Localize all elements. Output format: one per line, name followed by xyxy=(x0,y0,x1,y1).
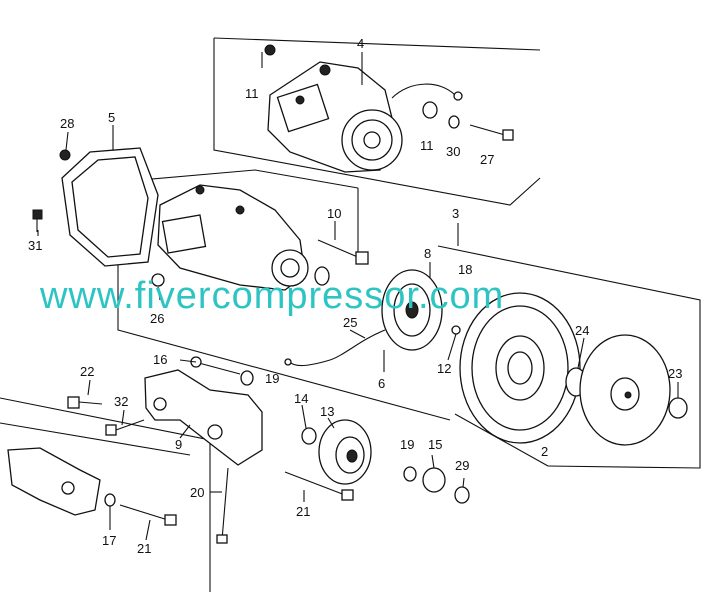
washer-19-top xyxy=(240,370,254,386)
callout-20: 20 xyxy=(190,485,204,500)
bolt-22 xyxy=(67,396,103,409)
callout-11-right: 11 xyxy=(420,138,434,153)
bolt-20 xyxy=(216,467,229,544)
callout-18: 18 xyxy=(458,262,472,277)
leader-lines xyxy=(37,52,679,541)
callout-24: 24 xyxy=(575,323,589,338)
callout-2: 2 xyxy=(541,444,548,459)
washer-17 xyxy=(104,493,116,507)
callout-10: 10 xyxy=(327,206,341,221)
callout-14: 14 xyxy=(294,391,308,406)
watermark-url: www.fivercompressor.com xyxy=(39,275,504,317)
bolt-11-top xyxy=(261,44,276,68)
callout-12: 12 xyxy=(437,361,451,376)
callout-16: 16 xyxy=(153,352,167,367)
nut-29 xyxy=(454,486,470,504)
callout-29: 29 xyxy=(455,458,469,473)
callout-5: 5 xyxy=(108,110,115,125)
washer-19-bottom xyxy=(403,466,417,482)
callout-6: 6 xyxy=(378,376,385,391)
idler-pulley-13 xyxy=(318,419,372,485)
callout-4: 4 xyxy=(357,36,364,51)
washer-30 xyxy=(448,115,460,129)
callout-23: 23 xyxy=(668,366,682,381)
callout-27: 27 xyxy=(480,152,494,167)
pulley-2 xyxy=(459,292,581,444)
bolt-21-low xyxy=(119,504,177,526)
callout-11-left: 11 xyxy=(245,86,259,101)
bracket-9 xyxy=(144,369,263,466)
bolt-27 xyxy=(469,124,514,141)
bolt-32 xyxy=(105,419,145,436)
callout-3: 3 xyxy=(452,206,459,221)
callout-31: 31 xyxy=(28,238,42,253)
callout-30: 30 xyxy=(446,144,460,159)
lead-wire-25 xyxy=(284,329,386,367)
nut-23 xyxy=(668,397,688,419)
bolt-10 xyxy=(317,239,369,265)
snap-ring-12 xyxy=(451,325,461,335)
washer-11-right xyxy=(422,101,438,119)
callout-labels: 4 11 11 30 27 28 5 31 10 3 8 18 26 25 24… xyxy=(28,36,682,556)
callout-28: 28 xyxy=(60,116,74,131)
callout-26: 26 xyxy=(150,311,164,326)
spacer-14 xyxy=(301,427,317,445)
callout-15: 15 xyxy=(428,437,442,452)
bolt-16 xyxy=(190,356,241,375)
callout-25: 25 xyxy=(343,315,357,330)
field-coil-8 xyxy=(381,269,443,351)
bolt-21-mid xyxy=(284,471,354,501)
callout-17: 17 xyxy=(102,533,116,548)
callout-19-bottom: 19 xyxy=(400,437,414,452)
washer-15 xyxy=(422,467,446,493)
engine-bracket xyxy=(7,447,101,516)
callout-32: 32 xyxy=(114,394,128,409)
shim-seal xyxy=(314,266,330,286)
callout-21-low: 21 xyxy=(137,541,151,556)
bolt-31 xyxy=(32,209,43,232)
callout-8: 8 xyxy=(424,246,431,261)
compressor-top xyxy=(267,61,463,173)
callout-21-mid: 21 xyxy=(296,504,310,519)
callout-19-top: 19 xyxy=(265,371,279,386)
nut-26 xyxy=(151,273,165,287)
callout-13: 13 xyxy=(320,404,334,419)
compressor-main xyxy=(157,184,309,291)
callout-22: 22 xyxy=(80,364,94,379)
drive-belt-5 xyxy=(61,147,159,267)
nut-28 xyxy=(59,149,71,161)
armature-plate-1 xyxy=(579,334,671,446)
callout-9: 9 xyxy=(175,437,182,452)
